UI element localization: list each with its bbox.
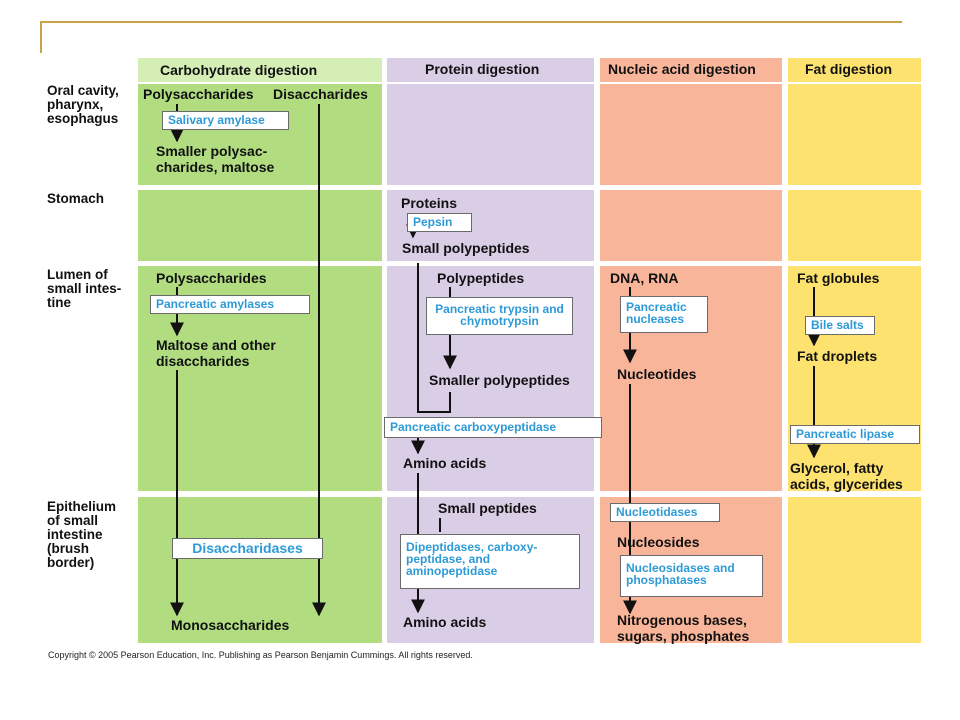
carb-maltose-disaccharides: Maltose and other disaccharides [156,337,276,369]
salivary-amylase-enzyme: Salivary amylase [162,111,289,130]
carb-header: Carbohydrate digestion [160,62,318,78]
nucleic-stomach-cell [600,190,782,261]
carb-disaccharides-oral: Disaccharides [273,86,368,102]
nucleosidases-enzyme: Nucleosidases and phosphatases [620,555,763,597]
row-label-lumen: Lumen of small intes- tine [47,267,122,310]
nucleic-bases-sugars-phosphates: Nitrogenous bases, sugars, phosphates [617,612,750,644]
protein-small-polypeptides: Small polypeptides [402,240,530,256]
nucleic-dna-rna: DNA, RNA [610,270,679,286]
pancreatic-nucleases-enzyme: Pancreatic nucleases [620,296,708,333]
carb-monosaccharides: Monosaccharides [171,617,290,633]
pancreatic-amylases-enzyme: Pancreatic amylases [150,295,310,314]
carb-polysaccharides-lumen: Polysaccharides [156,270,267,286]
carb-polysaccharides-oral: Polysaccharides [143,86,254,102]
fat-stomach-cell [788,190,921,261]
fat-glycerol-fatty-acids: Glycerol, fatty acids, glycerides [790,460,903,492]
frame-line-top [40,21,902,23]
bile-salts-enzyme: Bile salts [805,316,875,335]
carboxypeptidase-enzyme: Pancreatic carboxypeptidase [384,417,602,438]
fat-globules: Fat globules [797,270,880,286]
nucleic-nucleosides: Nucleosides [617,534,700,550]
protein-header-bg [387,58,594,82]
carb-stomach-cell [138,190,382,261]
nucleic-oral-cell [600,84,782,185]
fat-droplets: Fat droplets [797,348,878,364]
nucleotidases-enzyme: Nucleotidases [610,503,720,522]
protein-oral-cell [387,84,594,185]
trypsin-chymotrypsin-enzyme: Pancreatic trypsin and chymotrypsin [426,297,573,335]
row-label-epithelium: Epithelium of small intestine (brush bor… [47,499,117,570]
carb-header-bg [138,58,382,82]
pepsin-enzyme: Pepsin [407,213,472,232]
nucleic-header-bg [600,58,782,82]
pancreatic-lipase-enzyme: Pancreatic lipase [790,425,920,444]
fat-header-bg [788,58,921,82]
protein-polypeptides: Polypeptides [437,270,525,286]
protein-amino-acids-epithelium: Amino acids [403,614,487,630]
protein-proteins: Proteins [401,195,458,211]
fat-epithelium-cell [788,497,921,643]
disaccharidases-enzyme: Disaccharidases [172,538,323,559]
row-label-oral: Oral cavity, pharynx, esophagus [47,83,119,126]
copyright-text: Copyright © 2005 Pearson Education, Inc.… [48,650,473,660]
arrow-lumen-to-amino [417,263,451,413]
protein-header: Protein digestion [425,61,540,77]
fat-header: Fat digestion [805,61,893,77]
carb-epithelium-cell [138,497,382,643]
carb-smaller-polysaccharides: Smaller polysac- charides, maltose [156,143,275,175]
protein-small-peptides: Small peptides [438,500,537,516]
protein-amino-acids-lumen: Amino acids [403,455,487,471]
nucleic-nucleotides: Nucleotides [617,366,697,382]
dipeptidases-enzyme: Dipeptidases, carboxy- peptidase, and am… [400,534,580,589]
fat-oral-cell [788,84,921,185]
row-label-stomach: Stomach [47,191,105,206]
nucleic-header: Nucleic acid digestion [608,61,756,77]
protein-smaller-polypeptides: Smaller polypeptides [429,372,570,388]
frame-line-left [40,21,42,53]
